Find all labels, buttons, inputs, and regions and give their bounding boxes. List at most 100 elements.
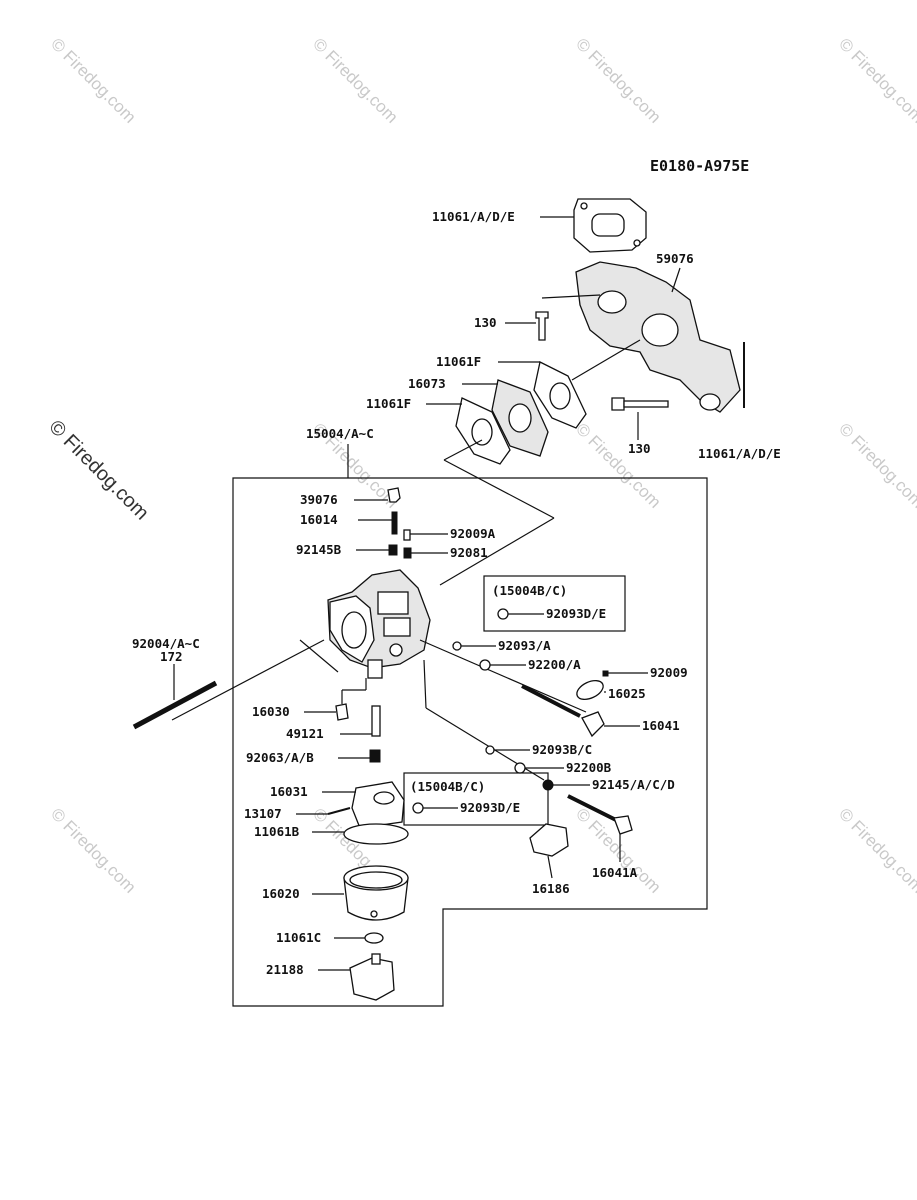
label-11061ade-top: 11061/A/D/E (432, 209, 515, 224)
gasket-hole (549, 382, 571, 410)
label-11061c: 11061C (276, 930, 321, 945)
label-16031: 16031 (270, 784, 308, 799)
spring-92081 (403, 547, 412, 559)
choke-plate-16186 (529, 823, 569, 857)
float-16031 (351, 781, 405, 829)
label-16014: 16014 (300, 512, 338, 527)
throttle-lever (581, 711, 605, 738)
carburetor-group: 15004/A~C (15004B/C) 92093D/E (15004B/C)… (132, 426, 708, 1007)
jet-92063 (369, 749, 381, 763)
group-boundary (232, 477, 708, 1007)
label-16186: 16186 (532, 881, 570, 896)
gasket-11061b (343, 823, 409, 845)
label-16020: 16020 (262, 886, 300, 901)
label-16041: 16041 (642, 718, 680, 733)
assembly-axis (171, 639, 325, 721)
screw-92009 (602, 670, 609, 677)
bolt-130-right (611, 397, 625, 411)
label-92093bc: 92093B/C (532, 742, 592, 757)
label-92145acd: 92145/A/C/D (592, 777, 675, 792)
label-92200a: 92200/A (528, 657, 581, 672)
screw-92009a (403, 529, 411, 541)
label-16025: 16025 (608, 686, 646, 701)
washer-92093de-b (412, 802, 424, 814)
assembly-axis (443, 459, 555, 519)
label-11061ade-side: 11061/A/D/E (698, 446, 781, 461)
nozzle-49121 (371, 705, 381, 737)
label-92093a: 92093/A (498, 638, 551, 653)
variant-box-a (483, 575, 626, 632)
label-92004: 92004/A~C (132, 636, 200, 651)
label-59076: 59076 (656, 251, 694, 266)
watermark: © Firedog.com (572, 419, 664, 511)
watermark: © Firedog.com (47, 804, 139, 896)
float-center (373, 791, 395, 805)
seal-92093bc (485, 745, 495, 755)
label-130a: 130 (474, 315, 497, 330)
label-92145b: 92145B (296, 542, 342, 557)
float-bowl-inner (349, 871, 403, 889)
fitting-39076 (387, 487, 401, 503)
watermark: © Firedog.com (835, 34, 917, 126)
label-15004: 15004/A~C (306, 426, 374, 441)
stud-92004 (132, 680, 218, 730)
label-92063: 92063/A/B (246, 750, 314, 765)
pin-16014 (391, 511, 398, 535)
label-11061b: 11061B (254, 824, 300, 839)
pin-13107 (327, 807, 351, 815)
label-92093de-b: 92093D/E (460, 800, 520, 815)
spring-92145b (388, 544, 398, 556)
gasket-top-bolt-hole (633, 239, 641, 247)
gasket-hole (471, 418, 493, 446)
diagram-code: E0180-A975E (650, 157, 749, 175)
seal-92093a (452, 641, 462, 651)
label-13107: 13107 (244, 806, 282, 821)
watermark: © Firedog.com (309, 34, 401, 126)
throttle-shaft-16041 (521, 684, 581, 718)
leader (671, 267, 681, 293)
label-16073: 16073 (408, 376, 446, 391)
assembly-axis (425, 707, 545, 781)
bolt-130-left (535, 311, 549, 341)
gasket-top-hole (591, 213, 625, 237)
watermark: © Firedog.com (572, 34, 664, 126)
leader-dashed (541, 294, 601, 299)
assembly-axis (419, 639, 587, 713)
manifold-port (597, 290, 627, 314)
carburetor-body (327, 569, 431, 679)
choke-shaft-16041a (567, 794, 617, 822)
label-92200b: 92200B (566, 760, 612, 775)
assembly-axis (299, 639, 339, 673)
label-16030: 16030 (252, 704, 290, 719)
label-21188: 21188 (266, 962, 304, 977)
solenoid-terminal (371, 953, 381, 965)
label-39076: 39076 (300, 492, 338, 507)
label-92093de-a: 92093D/E (546, 606, 606, 621)
watermarks: © Firedog.com © Firedog.com © Firedog.co… (44, 34, 917, 896)
label-49121: 49121 (286, 726, 324, 741)
watermark: © Firedog.com (835, 804, 917, 896)
label-11061f-a: 11061F (436, 354, 481, 369)
label-172: 172 (160, 649, 183, 664)
clip-16030 (335, 703, 349, 721)
label-11061f-b: 11061F (366, 396, 411, 411)
assembly-axis (443, 439, 483, 461)
gasket-top-bolt-hole (580, 202, 588, 210)
manifold-port (699, 393, 721, 411)
variant-note-b: (15004B/C) (410, 779, 485, 794)
label-16041a: 16041A (592, 865, 638, 880)
gasket-11061c (364, 932, 384, 944)
washer-92200a (479, 659, 491, 671)
manifold-port (641, 313, 679, 347)
washer-92200b (514, 762, 526, 774)
variant-note-a: (15004B/C) (492, 583, 567, 598)
throttle-plate-16025 (576, 679, 604, 701)
label-92009: 92009 (650, 665, 688, 680)
assembly-axis (571, 339, 641, 381)
label-130b: 130 (628, 441, 651, 456)
label-92081: 92081 (450, 545, 488, 560)
bolt-130-shank (623, 400, 669, 408)
choke-lever (613, 815, 633, 835)
watermark-large: © Firedog.com (44, 416, 153, 525)
